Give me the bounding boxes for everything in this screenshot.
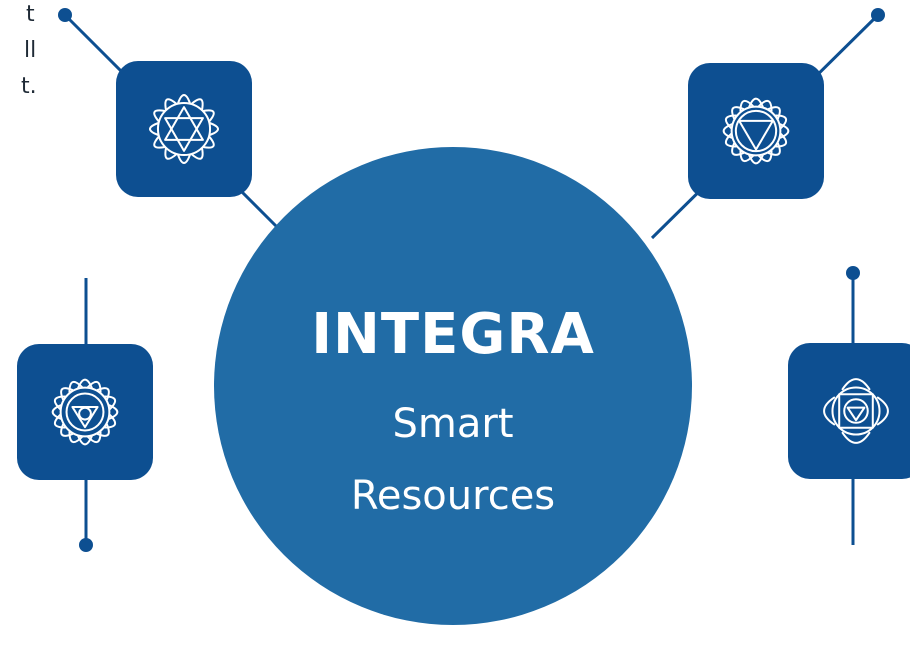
connector-endpoint-middle-right [846,266,860,280]
fragment-line-1: t [26,2,35,27]
hub-subtitle-line-2: Resources [350,473,556,519]
petal-ring [148,93,220,165]
throat-chakra-icon [722,97,790,165]
central-hub-circle: INTEGRA Smart Resources [214,147,692,625]
connector-endpoint-top-right [871,8,885,22]
tile-middle-right [788,343,910,479]
tile-middle-left [17,344,153,480]
petal-ring [51,378,119,446]
connector-endpoint-top-left [58,8,72,22]
heart-chakra-icon [148,93,220,165]
tile-top-left [116,61,252,197]
hub-subtitle-line-1: Smart [392,401,514,447]
fragment-line-3: t. [21,74,37,99]
tile-top-right [688,63,824,199]
petal-ring [823,378,889,444]
root-chakra-icon [823,378,889,444]
throat-chakra-circle-icon [51,378,119,446]
petal-ring [722,97,790,165]
connector-endpoint-middle-left [79,538,93,552]
hub-title: INTEGRA [311,302,595,367]
fragment-line-2: ll [24,38,37,63]
